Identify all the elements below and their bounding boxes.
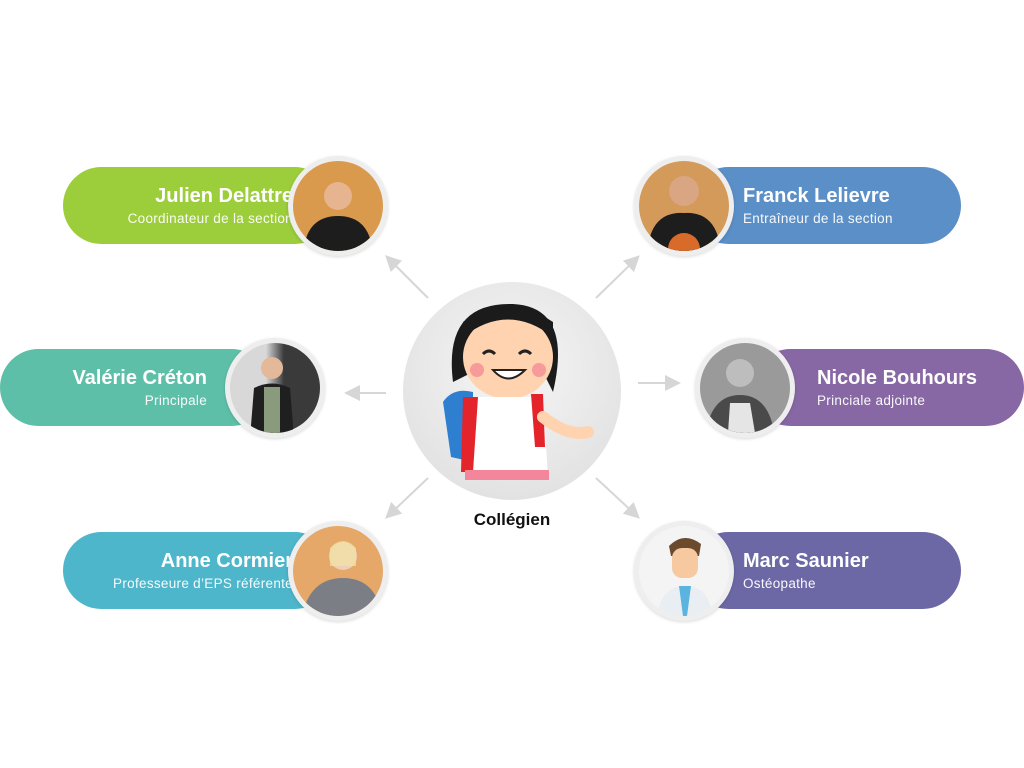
person-name: Anne Cormier [160, 549, 293, 572]
person-photo-icon [303, 182, 373, 251]
person-name: Julien Delattre [155, 184, 293, 207]
arrow-to-julien [385, 255, 429, 299]
person-card-franck: Franck Lelievre Entraîneur de la section [690, 167, 961, 244]
person-name: Valérie Créton [72, 366, 207, 389]
center-label: Collégien [473, 510, 551, 529]
arrow-to-anne [385, 477, 429, 519]
person-role: Coordinateur de la section [127, 210, 293, 226]
person-role: Professeure d’EPS référente [113, 575, 293, 591]
person-role: Ostéopathe [743, 575, 816, 591]
person-photo-icon [302, 541, 383, 616]
avatar-valerie [225, 338, 325, 438]
doctor-cartoon-icon [657, 537, 713, 616]
person-card-marc: Marc Saunier Ostéopathe [690, 532, 961, 609]
person-name: Nicole Bouhours [817, 366, 978, 389]
person-role: Principale [144, 392, 207, 408]
person-card-nicole: Nicole Bouhours Princiale adjointe [752, 349, 1024, 426]
person-name: Franck Lelievre [743, 184, 890, 207]
person-photo-icon [705, 359, 775, 433]
student-cartoon-icon [443, 303, 594, 480]
person-name: Marc Saunier [743, 549, 869, 572]
arrow-to-marc [595, 477, 640, 519]
person-role: Entraîneur de la section [743, 210, 893, 226]
arrow-to-franck [595, 255, 640, 299]
person-photo-icon [647, 176, 721, 251]
person-role: Princiale adjointe [817, 392, 926, 408]
person-photo-icon [250, 357, 294, 433]
avatar-anne [288, 521, 388, 621]
avatar-nicole [695, 338, 795, 438]
avatar-julien [288, 156, 388, 256]
avatar-franck [634, 156, 734, 256]
avatar-marc [634, 521, 734, 621]
center-student-circle [403, 282, 621, 500]
